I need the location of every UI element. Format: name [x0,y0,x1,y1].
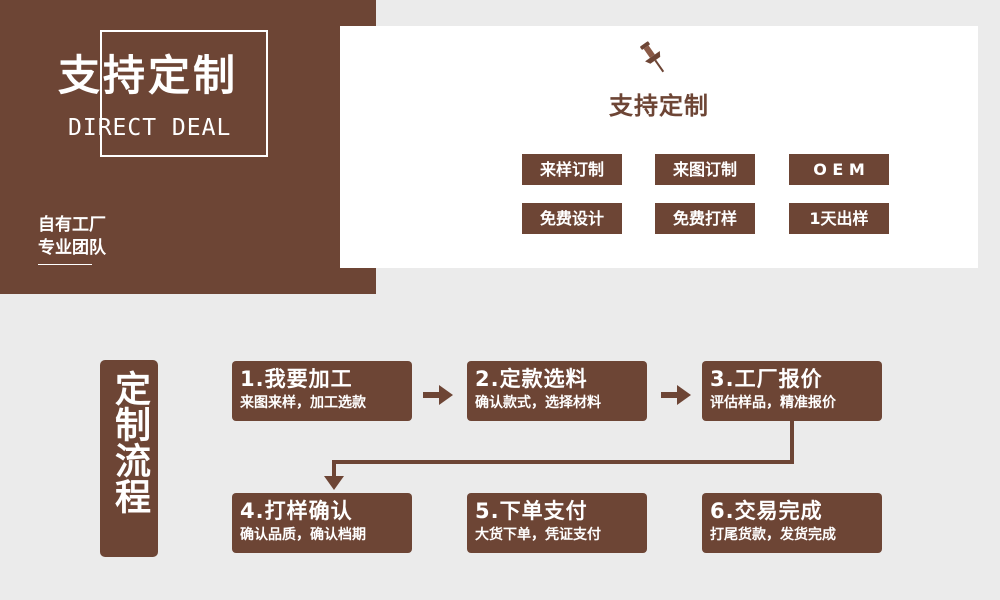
step-title: 2.定款选料 [475,367,588,391]
arrow-right-icon [423,385,453,405]
step-subtitle: 确认品质，确认档期 [240,527,366,543]
hero-frame [100,30,268,157]
hero-tag-factory: 自有工厂 [38,215,106,235]
step-subtitle: 大货下单，凭证支付 [475,527,601,543]
step-subtitle: 打尾货款，发货完成 [710,527,836,543]
hero-tag-team: 专业团队 [38,238,106,258]
flow-connector [324,420,794,490]
hero-subtitle: DIRECT DEAL [68,115,232,141]
hero-panel: 支持定制 DIRECT DEAL 自有工厂 专业团队 [0,0,376,294]
step-title: 6.交易完成 [710,499,823,523]
process-step-3: 3.工厂报价 评估样品，精准报价 [702,361,882,421]
step-title: 3.工厂报价 [710,367,823,391]
step-subtitle: 来图来样，加工选款 [240,395,366,411]
process-step-1: 1.我要加工 来图来样，加工选款 [232,361,412,421]
step-title: 1.我要加工 [240,367,353,391]
process-step-6: 6.交易完成 打尾货款，发货完成 [702,493,882,553]
feature-one-day-sample: 1天出样 [789,203,889,234]
step-subtitle: 确认款式，选择材料 [475,395,601,411]
card-title: 支持定制 [609,92,709,120]
feature-sample-custom: 来样订制 [522,154,622,185]
customization-card: 支持定制 来样订制 来图订制 O E M 免费设计 免费打样 1天出样 [340,26,978,268]
step-title: 5.下单支付 [475,499,588,523]
process-step-4: 4.打样确认 确认品质，确认档期 [232,493,412,553]
hero-title: 支持定制 [58,51,239,100]
step-title: 4.打样确认 [240,499,353,523]
process-label-box: 定制流程 [100,360,158,557]
pushpin-icon [640,41,665,73]
process-step-2: 2.定款选料 确认款式，选择材料 [467,361,647,421]
feature-drawing-custom: 来图订制 [655,154,755,185]
feature-oem: O E M [789,154,889,185]
process-label: 定制流程 [109,370,150,514]
feature-free-sample: 免费打样 [655,203,755,234]
hero-underline [38,264,92,265]
step-subtitle: 评估样品，精准报价 [710,395,836,411]
process-step-5: 5.下单支付 大货下单，凭证支付 [467,493,647,553]
arrow-right-icon [661,385,691,405]
feature-free-design: 免费设计 [522,203,622,234]
